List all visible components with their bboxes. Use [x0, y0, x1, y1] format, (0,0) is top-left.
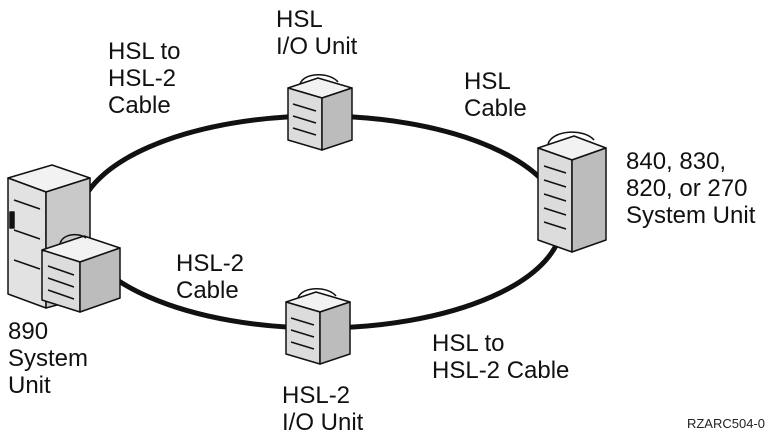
- label-line: I/O Unit: [282, 409, 364, 436]
- system-unit-840-icon: [537, 131, 607, 253]
- label-system-unit-840: 840, 830, 820, or 270 System Unit: [626, 148, 755, 229]
- system-unit-890-icon: [7, 164, 121, 313]
- label-hsl-cable: HSL Cable: [464, 68, 527, 122]
- label-line: System Unit: [626, 202, 756, 229]
- label-line: HSL-2: [176, 250, 245, 277]
- label-line: Unit: [8, 372, 51, 399]
- label-line: 840, 830,: [626, 148, 727, 175]
- label-hsl-to-hsl2-cable-bottom: HSL to HSL-2 Cable: [432, 330, 569, 384]
- label-line: HSL: [276, 6, 323, 33]
- hsl-io-unit-icon: [287, 74, 353, 151]
- label-line: HSL-2: [282, 382, 351, 409]
- label-hsl-to-hsl2-cable-top: HSL to HSL-2 Cable: [108, 38, 180, 119]
- label-system-unit-890: 890 System Unit: [8, 318, 88, 399]
- label-line: I/O Unit: [276, 33, 358, 60]
- label-hsl-io-unit: HSL I/O Unit: [276, 6, 357, 60]
- label-line: 890: [8, 318, 49, 345]
- label-line: HSL to: [432, 330, 505, 357]
- label-line: HSL-2: [108, 65, 177, 92]
- figure-code: RZARC504-0: [686, 416, 765, 431]
- label-line: Cable: [464, 95, 527, 122]
- label-line: Cable: [108, 92, 171, 119]
- label-line: System: [8, 345, 89, 372]
- label-line: HSL: [464, 68, 511, 95]
- hsl2-io-unit-icon: [285, 288, 351, 365]
- label-line: 820, or 270: [626, 175, 748, 202]
- label-hsl2-io-unit: HSL-2 I/O Unit: [282, 382, 363, 436]
- label-hsl2-cable: HSL-2 Cable: [176, 250, 244, 304]
- label-line: HSL to: [108, 38, 181, 65]
- label-line: Cable: [176, 277, 239, 304]
- label-line: HSL-2 Cable: [432, 357, 570, 384]
